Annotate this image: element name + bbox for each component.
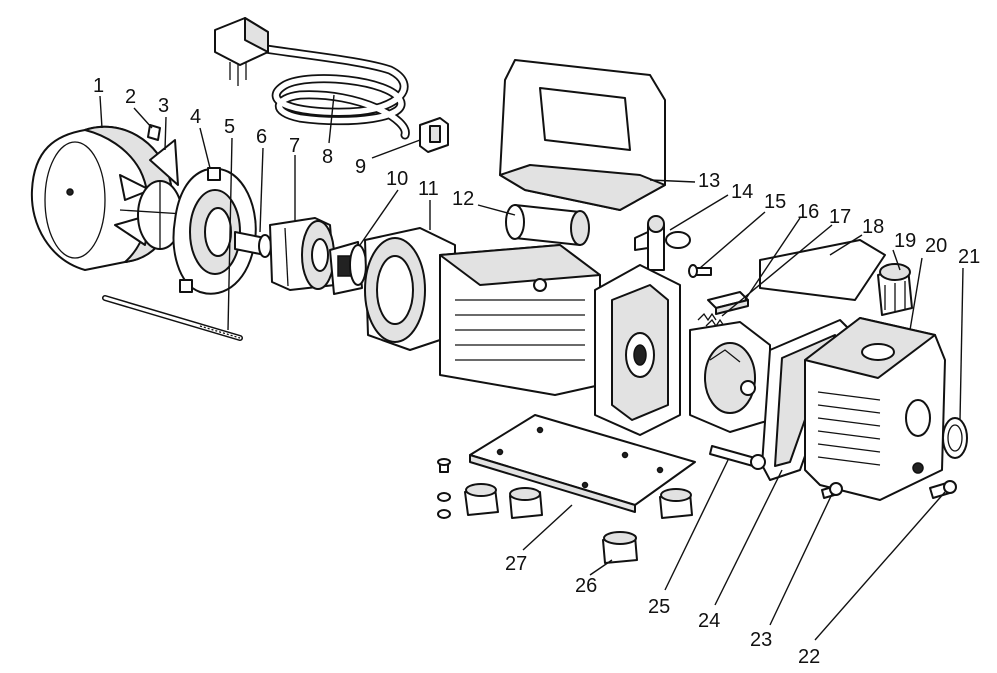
callout-4: 4 bbox=[190, 106, 201, 128]
callout-25: 25 bbox=[648, 596, 670, 618]
callout-labels: 1 2 3 4 5 6 7 8 9 10 11 12 13 14 15 16 1… bbox=[93, 75, 980, 668]
callout-9: 9 bbox=[355, 156, 366, 178]
callout-16: 16 bbox=[797, 201, 819, 223]
part-screw-15 bbox=[688, 264, 712, 278]
part-oil-cap bbox=[877, 263, 913, 316]
part-rubber-feet bbox=[464, 483, 693, 564]
callout-23: 23 bbox=[750, 629, 772, 651]
callout-21: 21 bbox=[958, 246, 980, 268]
callout-22: 22 bbox=[798, 646, 820, 668]
part-motor-housing bbox=[439, 244, 601, 396]
part-pump-body bbox=[689, 321, 771, 433]
part-center-plate bbox=[594, 264, 681, 436]
part-coupling bbox=[329, 241, 367, 295]
part-bolt-22 bbox=[929, 480, 957, 499]
part-bolt-23 bbox=[821, 482, 843, 499]
part-capacitor bbox=[505, 204, 590, 246]
part-shaft bbox=[234, 231, 272, 258]
callout-27: 27 bbox=[505, 553, 527, 575]
callout-19: 19 bbox=[894, 230, 916, 252]
callout-10: 10 bbox=[386, 168, 408, 190]
callout-2: 2 bbox=[125, 86, 136, 108]
part-sight-ring bbox=[942, 417, 968, 459]
leader-lines bbox=[99, 94, 964, 641]
part-rotor bbox=[269, 217, 336, 291]
callout-3: 3 bbox=[158, 95, 169, 117]
part-valve bbox=[634, 215, 691, 271]
callout-6: 6 bbox=[256, 126, 267, 148]
callout-1: 1 bbox=[93, 75, 104, 97]
part-end-shield bbox=[172, 167, 257, 295]
callout-14: 14 bbox=[731, 181, 753, 203]
callout-13: 13 bbox=[698, 170, 720, 192]
part-handle bbox=[499, 59, 666, 211]
part-long-bolt bbox=[102, 295, 243, 341]
part-bolt-25 bbox=[709, 445, 766, 470]
part-small-hardware bbox=[437, 458, 451, 519]
part-clip bbox=[147, 124, 161, 141]
callout-15: 15 bbox=[764, 191, 786, 213]
part-stator bbox=[364, 227, 456, 351]
callout-11: 11 bbox=[418, 178, 439, 200]
callout-8: 8 bbox=[322, 146, 333, 168]
callout-12: 12 bbox=[452, 188, 474, 210]
part-base-plate bbox=[469, 414, 696, 513]
part-power-cord bbox=[214, 17, 410, 140]
callout-17: 17 bbox=[829, 206, 851, 228]
callout-18: 18 bbox=[862, 216, 884, 238]
part-switch bbox=[419, 117, 449, 153]
part-gasket-sheet bbox=[759, 239, 886, 301]
callout-26: 26 bbox=[575, 575, 597, 597]
part-oil-reservoir bbox=[804, 317, 946, 501]
callout-24: 24 bbox=[698, 610, 720, 632]
callout-7: 7 bbox=[289, 135, 300, 157]
callout-5: 5 bbox=[224, 116, 235, 138]
callout-20: 20 bbox=[925, 235, 947, 257]
